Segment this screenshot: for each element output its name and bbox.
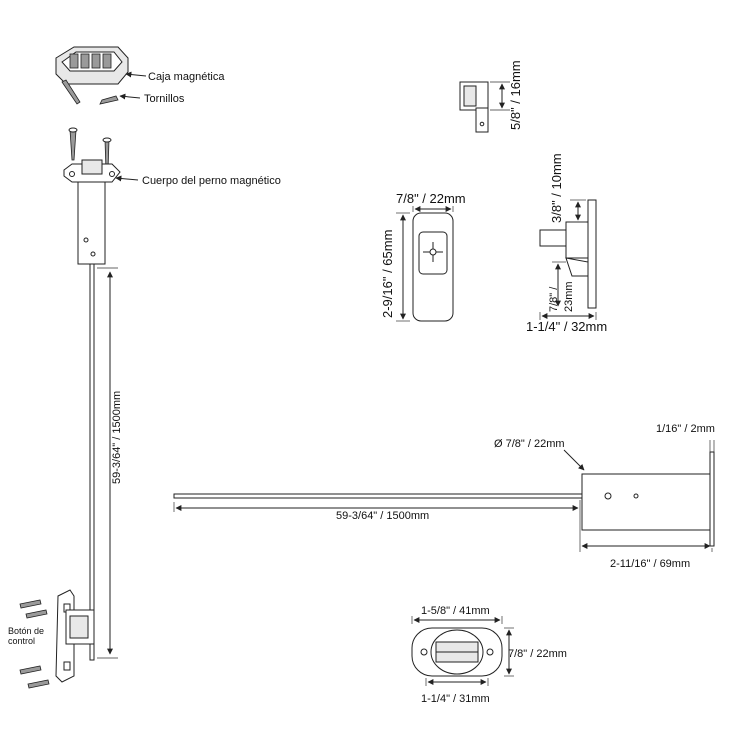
horizontal-rod-dimension: 59-3/64" / 1500mm bbox=[336, 510, 429, 522]
control-button-label-line1: Botón de bbox=[8, 626, 44, 636]
vertical-rod bbox=[89, 263, 95, 661]
tube-diameter-dimension: Ø 7/8" / 22mm bbox=[494, 438, 565, 450]
strike-plate bbox=[411, 627, 503, 677]
front-plate bbox=[412, 212, 454, 322]
screws-illustration bbox=[61, 79, 119, 105]
side-view bbox=[539, 199, 597, 309]
side-bottom-dimension-line2: 23mm bbox=[563, 281, 575, 312]
bolt-body-illustration bbox=[63, 127, 121, 265]
horizontal-rod-assembly bbox=[173, 451, 715, 547]
magnetic-box-illustration bbox=[55, 46, 129, 85]
side-bottom-dimension-line1: 7/8" / bbox=[548, 286, 560, 312]
tube-length-dimension: 2-11/16" / 69mm bbox=[610, 558, 690, 570]
control-button-label-line2: control bbox=[8, 636, 35, 646]
side-depth-dimension: 1-1/4" / 32mm bbox=[526, 319, 607, 334]
vertical-rod-dimension: 59-3/64" / 1500mm bbox=[111, 391, 123, 484]
small-top-piece bbox=[459, 81, 489, 133]
flange-thickness-dimension: 1/16" / 2mm bbox=[656, 423, 715, 435]
magnetic-box-label: Caja magnética bbox=[148, 71, 225, 83]
plate-height-dimension: 2-9/16" / 65mm bbox=[380, 230, 395, 318]
strike-inner-dimension: 1-1/4" / 31mm bbox=[421, 693, 490, 705]
screws-label: Tornillos bbox=[144, 93, 185, 105]
side-top-dimension: 3/8" / 10mm bbox=[549, 153, 564, 223]
plate-width-dimension: 7/8" / 22mm bbox=[396, 191, 466, 206]
control-button-illustration bbox=[19, 589, 95, 689]
strike-width-dimension: 1-5/8" / 41mm bbox=[421, 605, 490, 617]
strike-height-dimension: 7/8" / 22mm bbox=[508, 648, 567, 660]
small-piece-height-dimension: 5/8" / 16mm bbox=[508, 60, 523, 130]
bolt-body-label: Cuerpo del perno magnético bbox=[142, 175, 281, 187]
